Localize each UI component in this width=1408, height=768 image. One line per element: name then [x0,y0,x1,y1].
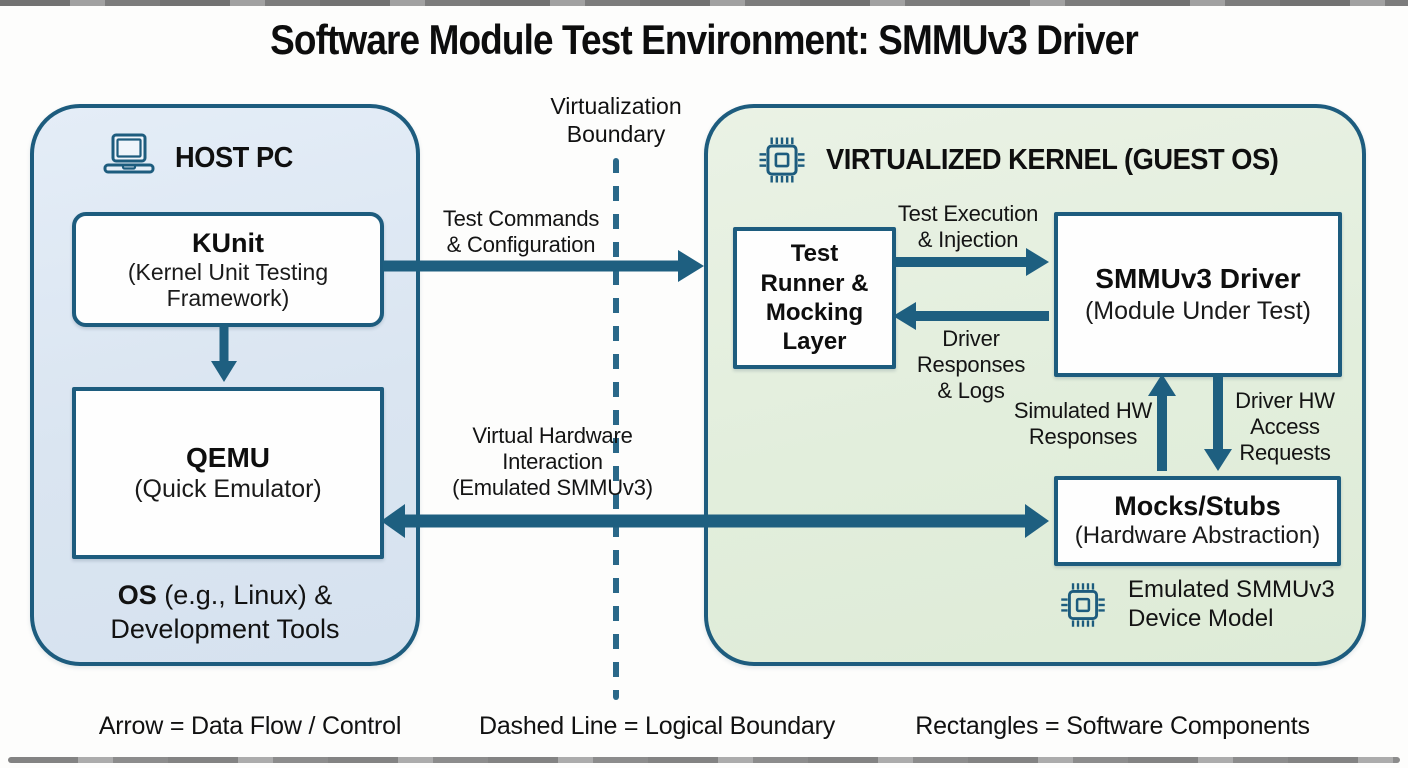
smmu-driver-box: SMMUv3 Driver (Module Under Test) [1054,212,1342,377]
kunit-subtitle: (Kernel Unit Testing Framework) [128,259,328,312]
label-virtual-hw-line2: Interaction [502,448,603,474]
os-note-rest: (e.g., Linux) & [156,580,333,610]
test-runner-line3: Mocking [765,299,864,326]
label-driver-responses: Driver Responses & Logs [900,326,1042,404]
kunit-subtitle-line1: (Kernel Unit Testing [127,258,329,285]
test-runner-line2: Runner & [760,269,869,297]
bottom-edge-artifact [8,757,1400,763]
label-virtual-hw-line1: Virtual Hardware [472,423,633,448]
label-test-execution-line2: & Injection [917,226,1019,252]
virtualization-boundary-label-line1: Virtualization [550,93,682,119]
laptop-icon [103,133,155,174]
os-note-bold: OS [117,580,157,610]
label-test-commands-line1: Test Commands [442,206,600,231]
smmu-driver-title: SMMUv3 Driver [1095,263,1301,295]
test-runner-line1: Test [790,240,839,268]
os-note-line2: Development Tools [110,613,340,644]
page-title: Software Module Test Environment: SMMUv3… [270,16,1139,63]
mocks-stubs-subtitle: (Hardware Abstraction) [1074,522,1321,550]
label-test-commands-line2: & Configuration [446,231,596,257]
label-test-execution-line1: Test Execution [897,201,1039,226]
top-edge-artifact [0,0,1408,6]
kunit-box: KUnit (Kernel Unit Testing Framework) [72,212,384,327]
chip-icon-small [1061,583,1105,627]
test-runner-box: Test Runner & Mocking Layer [733,227,896,369]
device-model-note: Emulated SMMUv3 Device Model [1054,574,1335,636]
qemu-subtitle: (Quick Emulator) [134,475,322,504]
host-pc-header: HOST PC [97,132,300,184]
chip-icon [759,137,805,183]
virtualization-boundary-label-line2: Boundary [566,121,666,148]
os-note: OS (e.g., Linux) & Development Tools [34,579,416,647]
device-model-label: Emulated SMMUv3 Device Model [1128,576,1335,634]
virtualization-boundary-label: Virtualization Boundary [531,92,701,148]
guest-os-title: VIRTUALIZED KERNEL (GUEST OS) [826,143,1279,176]
label-virtual-hw-line3: (Emulated SMMUv3) [452,474,653,500]
mocks-stubs-box: Mocks/Stubs (Hardware Abstraction) [1054,476,1341,566]
host-pc-title: HOST PC [175,141,293,174]
device-model-line1: Emulated SMMUv3 [1128,576,1335,604]
label-virtual-hw-interaction: Virtual Hardware Interaction (Emulated S… [410,423,695,501]
label-driver-hw-requests: Driver HW Access Requests [1225,388,1345,466]
test-runner-title: Test Runner & Mocking Layer [761,239,869,356]
label-simulated-hw-line2: Responses [1028,423,1138,449]
label-driver-responses-line2: Responses [916,351,1026,377]
legend-dashed-line: Dashed Line = Logical Boundary [478,712,836,740]
label-driver-responses-line1: Driver [942,326,1000,351]
label-test-commands: Test Commands & Configuration [400,206,642,258]
device-model-line2: Device Model [1128,605,1274,632]
kunit-title: KUnit [192,227,264,258]
guest-os-container: VIRTUALIZED KERNEL (GUEST OS) Test Runne… [704,104,1366,666]
label-driver-hw-line1: Driver HW [1235,388,1335,413]
virtualization-boundary-dashed-line [613,158,619,700]
legend-rectangles: Rectangles = Software Components [915,712,1310,740]
qemu-box: QEMU (Quick Emulator) [72,387,384,559]
host-pc-container: HOST PC KUnit (Kernel Unit Testing Frame… [30,104,420,666]
mocks-stubs-title: Mocks/Stubs [1114,491,1281,522]
label-simulated-hw-line1: Simulated HW [1013,398,1153,423]
label-simulated-hw-responses: Simulated HW Responses [1001,398,1165,450]
qemu-title: QEMU [186,441,270,473]
legend-arrow: Arrow = Data Flow / Control [98,712,402,740]
kunit-subtitle-line2: Framework) [166,285,290,312]
smmu-driver-subtitle: (Module Under Test) [1084,296,1312,325]
label-driver-hw-line3: Requests [1239,439,1331,465]
label-driver-hw-line2: Access [1250,413,1320,439]
guest-os-header: VIRTUALIZED KERNEL (GUEST OS) [752,130,1307,190]
label-driver-responses-line3: & Logs [937,377,1005,403]
test-runner-line4: Layer [782,328,847,356]
label-test-execution: Test Execution & Injection [880,201,1056,253]
